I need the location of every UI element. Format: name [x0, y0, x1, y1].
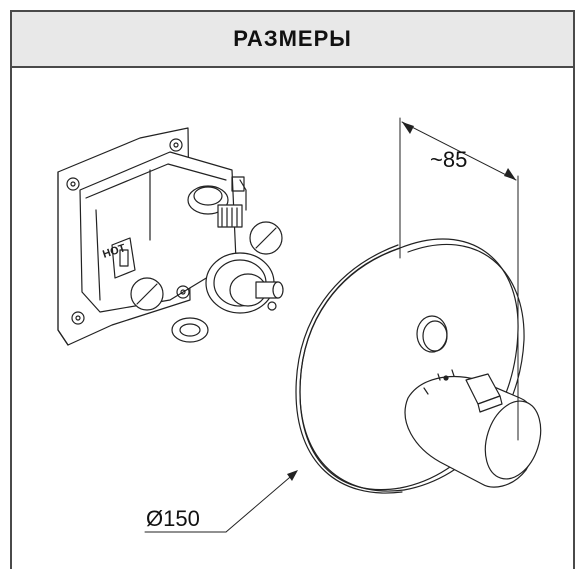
concealed-valve-body	[57, 127, 284, 346]
thermostat-handle	[404, 369, 542, 488]
depth-dimension-label: ~85	[430, 147, 468, 172]
panel-header: РАЗМЕРЫ	[12, 12, 573, 68]
dimension-diameter	[144, 470, 298, 533]
diameter-dimension-label: Ø150	[146, 506, 200, 531]
panel-title: РАЗМЕРЫ	[233, 26, 352, 51]
dimension-depth	[399, 117, 519, 441]
